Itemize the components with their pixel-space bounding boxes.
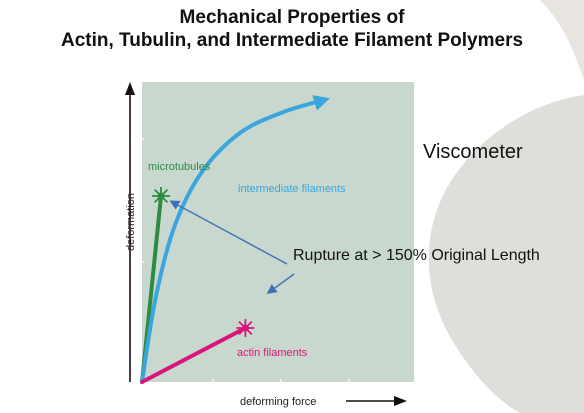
plot-area — [142, 82, 414, 382]
slide-title: Mechanical Properties of Actin, Tubulin,… — [0, 6, 584, 52]
annotation-arrows — [169, 200, 295, 294]
x-axis-label: deforming force — [240, 396, 316, 408]
series-arrowhead-intermediate-filaments — [312, 95, 330, 111]
rupture-star-actin-filaments — [236, 319, 255, 337]
x-axis-arrowhead — [394, 396, 407, 406]
rupture-annotation: Rupture at > 150% Original Length — [293, 247, 540, 264]
decor-swoosh-upper — [540, 0, 584, 80]
series-label-intermediate-filaments: intermediate filaments — [238, 183, 346, 195]
y-axis-ticks — [139, 138, 144, 263]
series-label-actin-filaments: actin filaments — [237, 347, 308, 359]
y-axis-label: deformation — [125, 193, 137, 251]
annotation-arrow-microtubules — [169, 200, 288, 265]
annotation-arrow-actin — [266, 273, 295, 294]
title-line-2: Actin, Tubulin, and Intermediate Filamen… — [60, 30, 524, 51]
viscometer-label: Viscometer — [423, 141, 523, 163]
y-axis-arrowhead — [125, 82, 135, 95]
series-layer — [140, 98, 327, 384]
series-line-intermediate-filaments — [140, 98, 327, 384]
decor-swoosh — [428, 95, 584, 413]
rupture-star-microtubules — [152, 187, 171, 205]
title-line-1: Mechanical Properties of — [179, 7, 405, 28]
series-label-microtubules: microtubules — [148, 161, 211, 173]
x-axis-ticks — [212, 379, 350, 385]
series-line-actin-filaments — [140, 326, 248, 384]
marker-layer — [152, 95, 330, 337]
axes — [125, 82, 407, 406]
